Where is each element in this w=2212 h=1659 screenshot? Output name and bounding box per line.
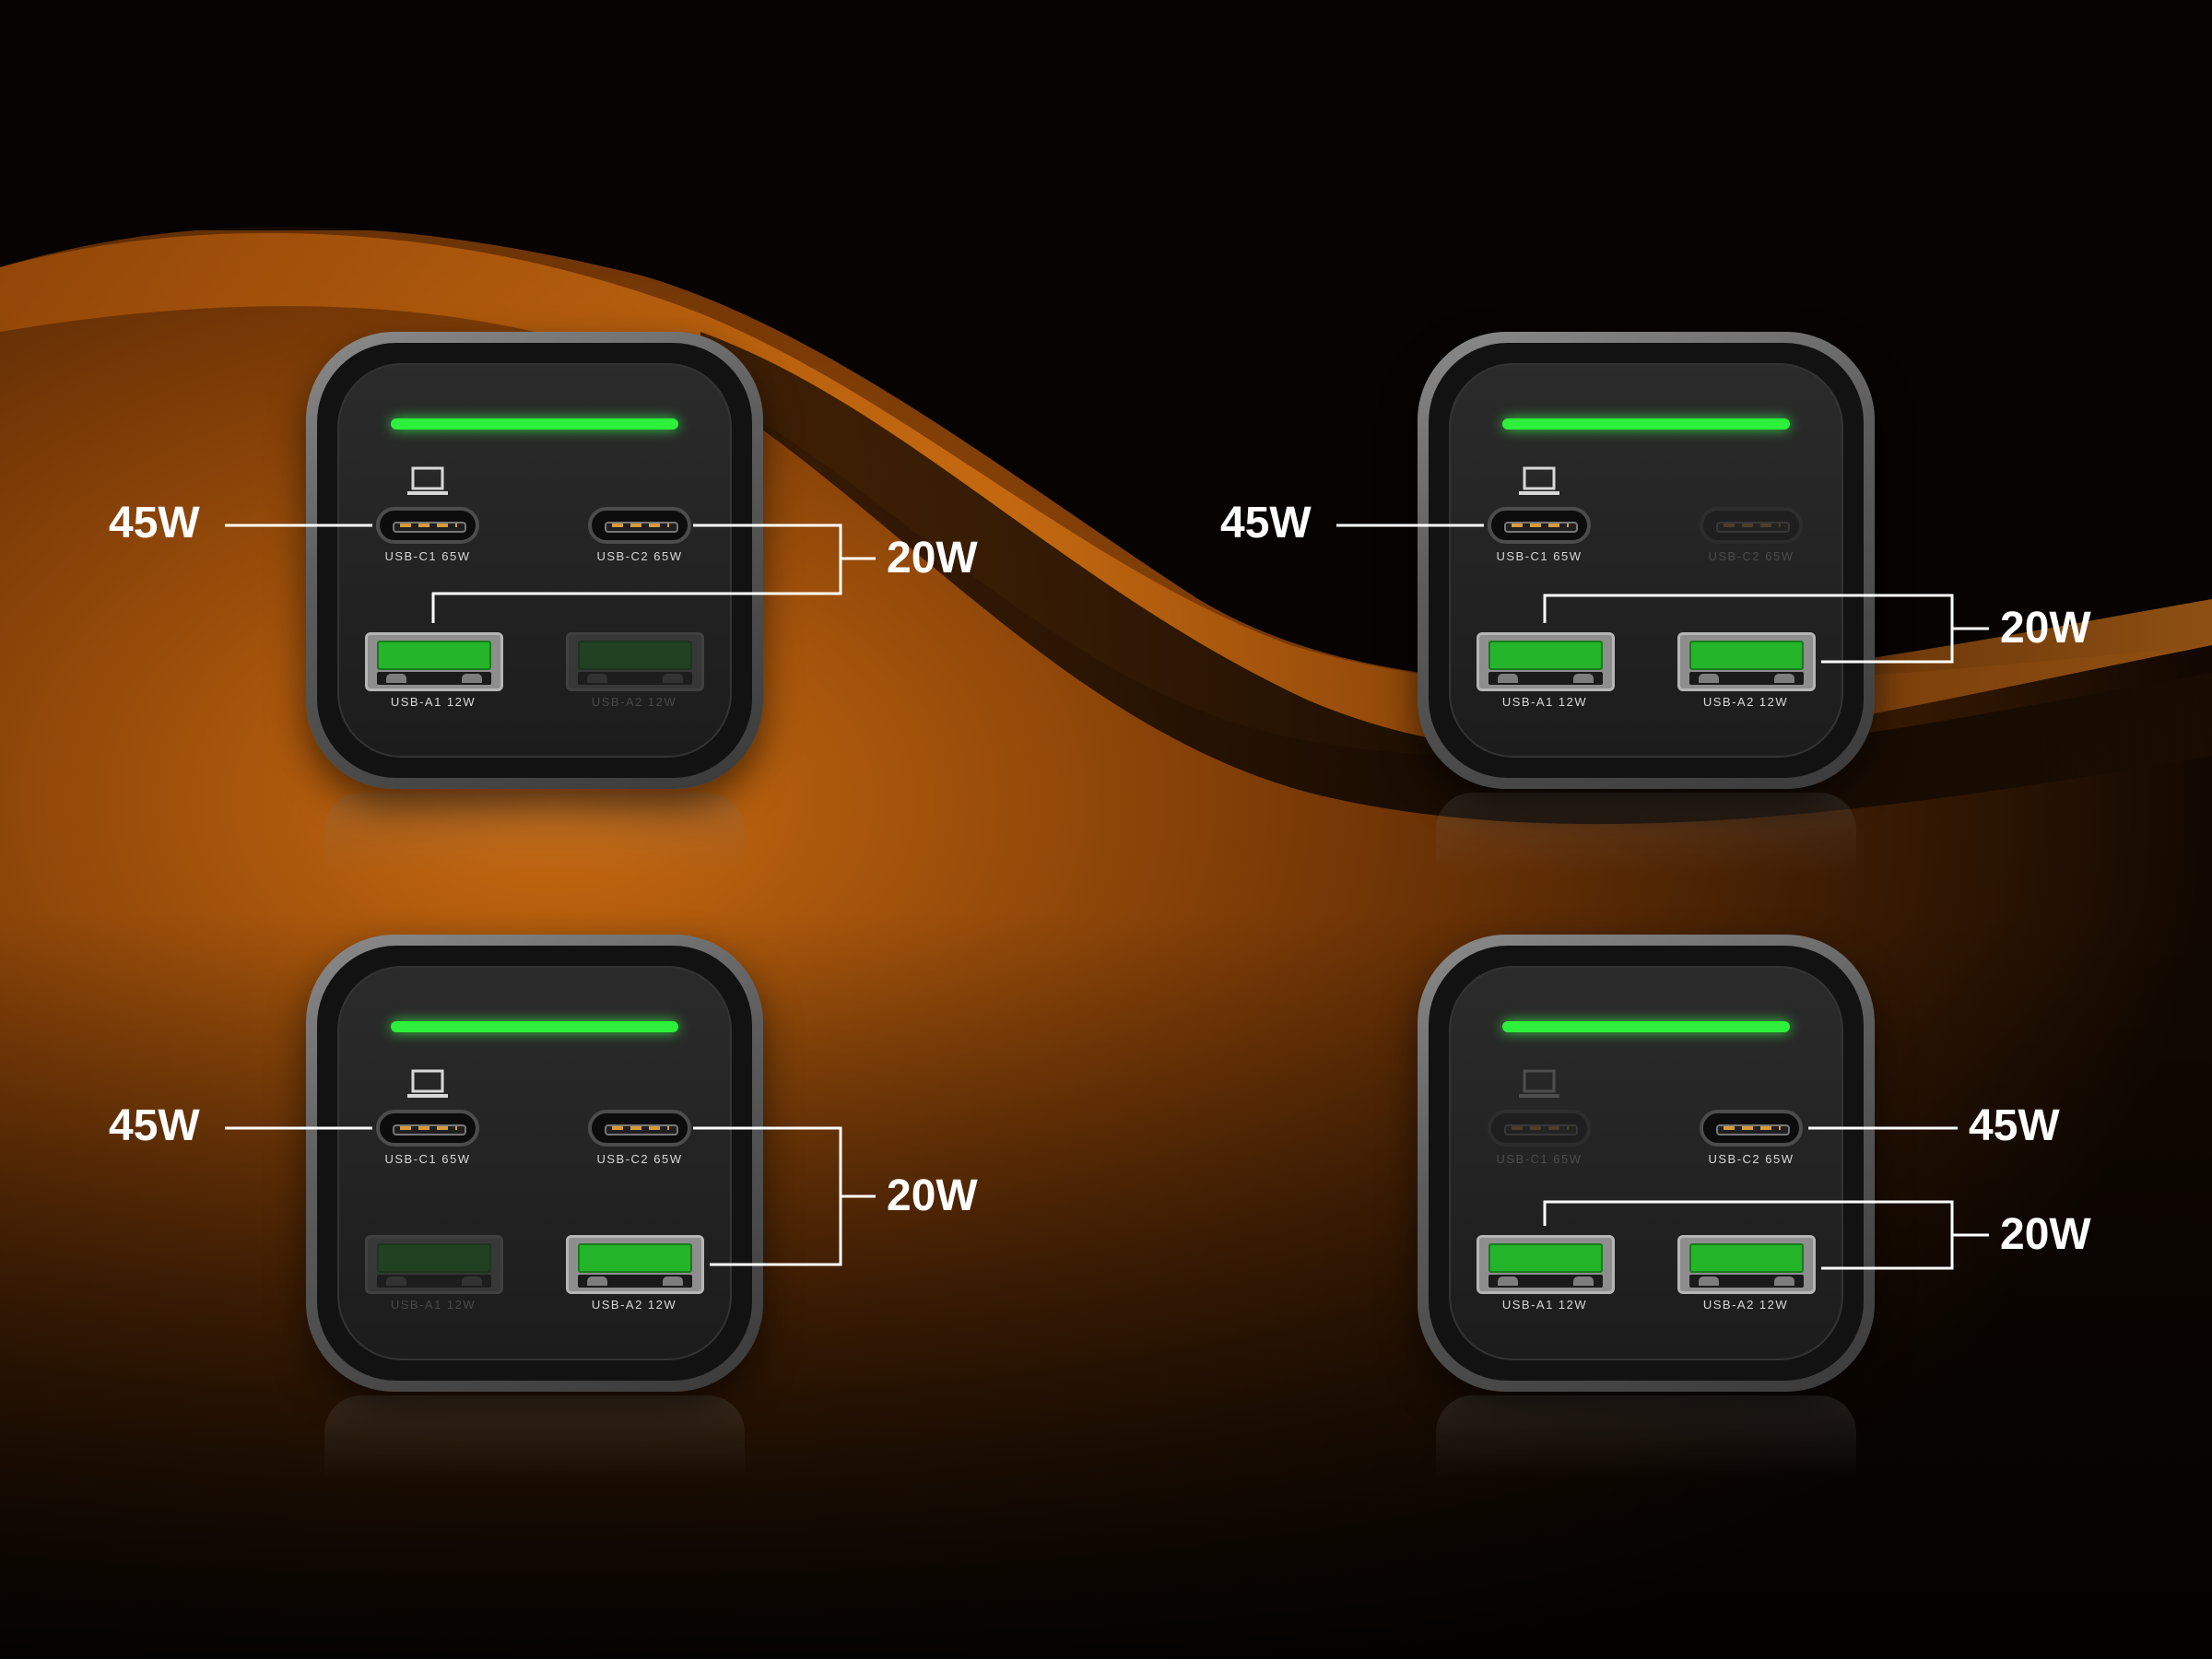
usb-c2-label: USB-C2 65W bbox=[1708, 1152, 1794, 1166]
callout-20w: 20W bbox=[2000, 604, 2091, 653]
usb-a1-port[interactable] bbox=[1477, 632, 1615, 691]
usb-c2-label: USB-C2 65W bbox=[1708, 549, 1794, 563]
usb-c2-port[interactable] bbox=[588, 1110, 691, 1147]
callout-20w: 20W bbox=[887, 1171, 978, 1220]
charger-bottom-right: USB-C1 65W USB-C2 65W USB-A1 12W USB-A2 … bbox=[1418, 935, 1875, 1478]
usb-a2-port[interactable] bbox=[1677, 632, 1816, 691]
laptop-icon bbox=[1519, 466, 1559, 498]
usb-c1-label: USB-C1 65W bbox=[384, 549, 471, 563]
usb-c2-port[interactable] bbox=[588, 507, 691, 544]
usb-c1-label: USB-C1 65W bbox=[1496, 1152, 1583, 1166]
usb-a1-port[interactable] bbox=[365, 632, 503, 691]
usb-a1-port[interactable] bbox=[1477, 1235, 1615, 1294]
usb-c1-label: USB-C1 65W bbox=[1496, 549, 1583, 563]
usb-c1-port[interactable] bbox=[376, 1110, 479, 1147]
usb-c1-label: USB-C1 65W bbox=[384, 1152, 471, 1166]
power-led-bar bbox=[1502, 1021, 1790, 1032]
charger-top-left: USB-C1 65W USB-C2 65W USB-A1 12W USB-A2 … bbox=[306, 332, 763, 876]
usb-c2-port[interactable] bbox=[1700, 507, 1803, 544]
charger-reflection bbox=[324, 793, 745, 876]
usb-a1-label: USB-A1 12W bbox=[1501, 695, 1588, 709]
power-led-bar bbox=[391, 1021, 678, 1032]
callout-45w: 45W bbox=[1220, 499, 1312, 547]
usb-c1-port[interactable] bbox=[376, 507, 479, 544]
usb-c2-label: USB-C2 65W bbox=[596, 1152, 683, 1166]
usb-a2-label: USB-A2 12W bbox=[1702, 1298, 1789, 1312]
usb-a2-port[interactable] bbox=[566, 1235, 704, 1294]
usb-a1-label: USB-A1 12W bbox=[1501, 1298, 1588, 1312]
callout-45w: 45W bbox=[1969, 1101, 2060, 1150]
usb-c1-port[interactable] bbox=[1488, 507, 1591, 544]
usb-c2-port[interactable] bbox=[1700, 1110, 1803, 1147]
usb-a2-label: USB-A2 12W bbox=[1702, 695, 1789, 709]
usb-c2-label: USB-C2 65W bbox=[596, 549, 683, 563]
laptop-icon bbox=[1519, 1069, 1559, 1100]
usb-a1-label: USB-A1 12W bbox=[390, 695, 477, 709]
callout-45w: 45W bbox=[109, 1101, 200, 1150]
usb-a2-port[interactable] bbox=[566, 632, 704, 691]
charger-top-right: USB-C1 65W USB-C2 65W USB-A1 12W USB-A2 … bbox=[1418, 332, 1875, 876]
usb-a2-label: USB-A2 12W bbox=[591, 1298, 677, 1312]
usb-c1-port[interactable] bbox=[1488, 1110, 1591, 1147]
charger-reflection bbox=[324, 1395, 745, 1478]
charger-bottom-left: USB-C1 65W USB-C2 65W USB-A1 12W USB-A2 … bbox=[306, 935, 763, 1478]
power-led-bar bbox=[391, 418, 678, 429]
usb-a1-port[interactable] bbox=[365, 1235, 503, 1294]
laptop-icon bbox=[407, 1069, 448, 1100]
callout-20w: 20W bbox=[887, 534, 978, 582]
charger-reflection bbox=[1436, 1395, 1856, 1478]
charger-reflection bbox=[1436, 793, 1856, 876]
callout-20w: 20W bbox=[2000, 1210, 2091, 1259]
callout-45w: 45W bbox=[109, 499, 200, 547]
usb-a2-port[interactable] bbox=[1677, 1235, 1816, 1294]
usb-a2-label: USB-A2 12W bbox=[591, 695, 677, 709]
laptop-icon bbox=[407, 466, 448, 498]
power-led-bar bbox=[1502, 418, 1790, 429]
usb-a1-label: USB-A1 12W bbox=[390, 1298, 477, 1312]
